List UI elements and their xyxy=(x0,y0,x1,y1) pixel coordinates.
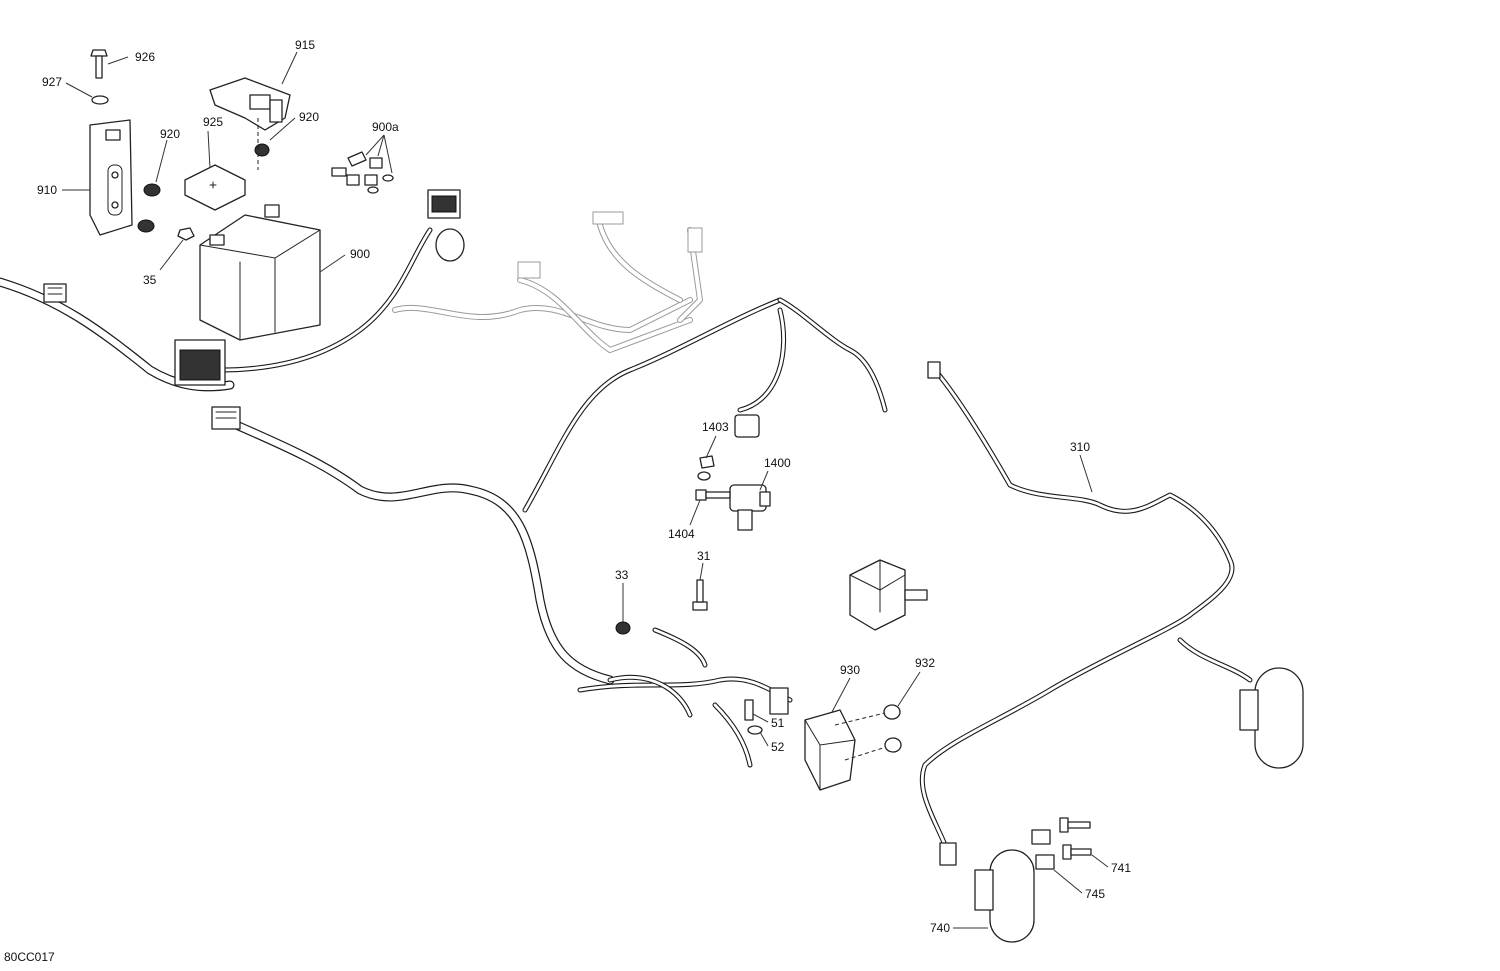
connector-left-edge xyxy=(43,283,67,303)
nut-920-c xyxy=(254,143,270,157)
terminal-cover-915 xyxy=(209,77,291,170)
nut-1403 xyxy=(697,455,715,481)
terminal-cover-925 xyxy=(184,164,246,211)
nut-920-b xyxy=(137,219,155,233)
bolt-51 xyxy=(744,699,754,721)
callout-930: 930 xyxy=(840,663,860,677)
bolt-926 xyxy=(90,49,108,79)
callout-910: 910 xyxy=(37,183,57,197)
connector-rear-left xyxy=(939,842,957,866)
callout-741: 741 xyxy=(1111,861,1131,875)
callout-52: 52 xyxy=(771,740,785,754)
callout-926: 926 xyxy=(135,50,155,64)
nut-920-a xyxy=(143,183,161,197)
bolt-31 xyxy=(692,579,708,611)
ghost-frame-harness xyxy=(392,211,703,353)
bracket-910 xyxy=(89,119,133,236)
connector-top xyxy=(427,189,465,262)
grommet-932-a xyxy=(883,704,901,720)
tail-light-740 xyxy=(974,849,1035,943)
bracket-745 xyxy=(1031,829,1055,870)
nut-33 xyxy=(615,621,631,635)
connector-under-ecu xyxy=(211,406,241,430)
terminal-hardware-900a xyxy=(331,151,394,194)
callout-927: 927 xyxy=(42,75,62,89)
nut-35 xyxy=(177,227,195,241)
tail-light-right xyxy=(1239,667,1304,769)
callout-33: 33 xyxy=(615,568,629,582)
callout-925: 925 xyxy=(203,115,223,129)
battery-900 xyxy=(199,204,321,341)
washer-927 xyxy=(91,95,109,105)
callout-51: 51 xyxy=(771,716,785,730)
callout-310: 310 xyxy=(1070,440,1090,454)
callout-1403: 1403 xyxy=(702,420,729,434)
module-930 xyxy=(804,709,856,791)
callout-932: 932 xyxy=(915,656,935,670)
callout-900: 900 xyxy=(350,247,370,261)
washer-52 xyxy=(747,725,763,735)
callout-745: 745 xyxy=(1085,887,1105,901)
callout-1404: 1404 xyxy=(668,527,695,541)
grommet-932-b xyxy=(884,737,902,753)
callout-920-left: 920 xyxy=(160,127,180,141)
bolt-1404 xyxy=(695,489,731,501)
sensor-1400 xyxy=(729,484,771,531)
callout-740: 740 xyxy=(930,921,950,935)
callout-35: 35 xyxy=(143,273,157,287)
bolt-741 xyxy=(1059,817,1092,860)
relay-module xyxy=(849,559,928,631)
ecu-connector xyxy=(174,339,226,386)
leader-lines xyxy=(62,51,1109,929)
callout-900a: 900a xyxy=(372,120,399,134)
diagram-code: 80CC017 xyxy=(4,950,55,964)
callout-1400: 1400 xyxy=(764,456,791,470)
callout-31: 31 xyxy=(697,549,711,563)
connector-51-area xyxy=(769,687,789,715)
connector-1400-plug xyxy=(734,414,760,438)
callout-labels: 926 927 915 920 920 925 900a 910 35 900 … xyxy=(37,38,1131,935)
callout-915: 915 xyxy=(295,38,315,52)
rear-light-harness-310 xyxy=(919,361,1253,848)
callout-920-top: 920 xyxy=(299,110,319,124)
